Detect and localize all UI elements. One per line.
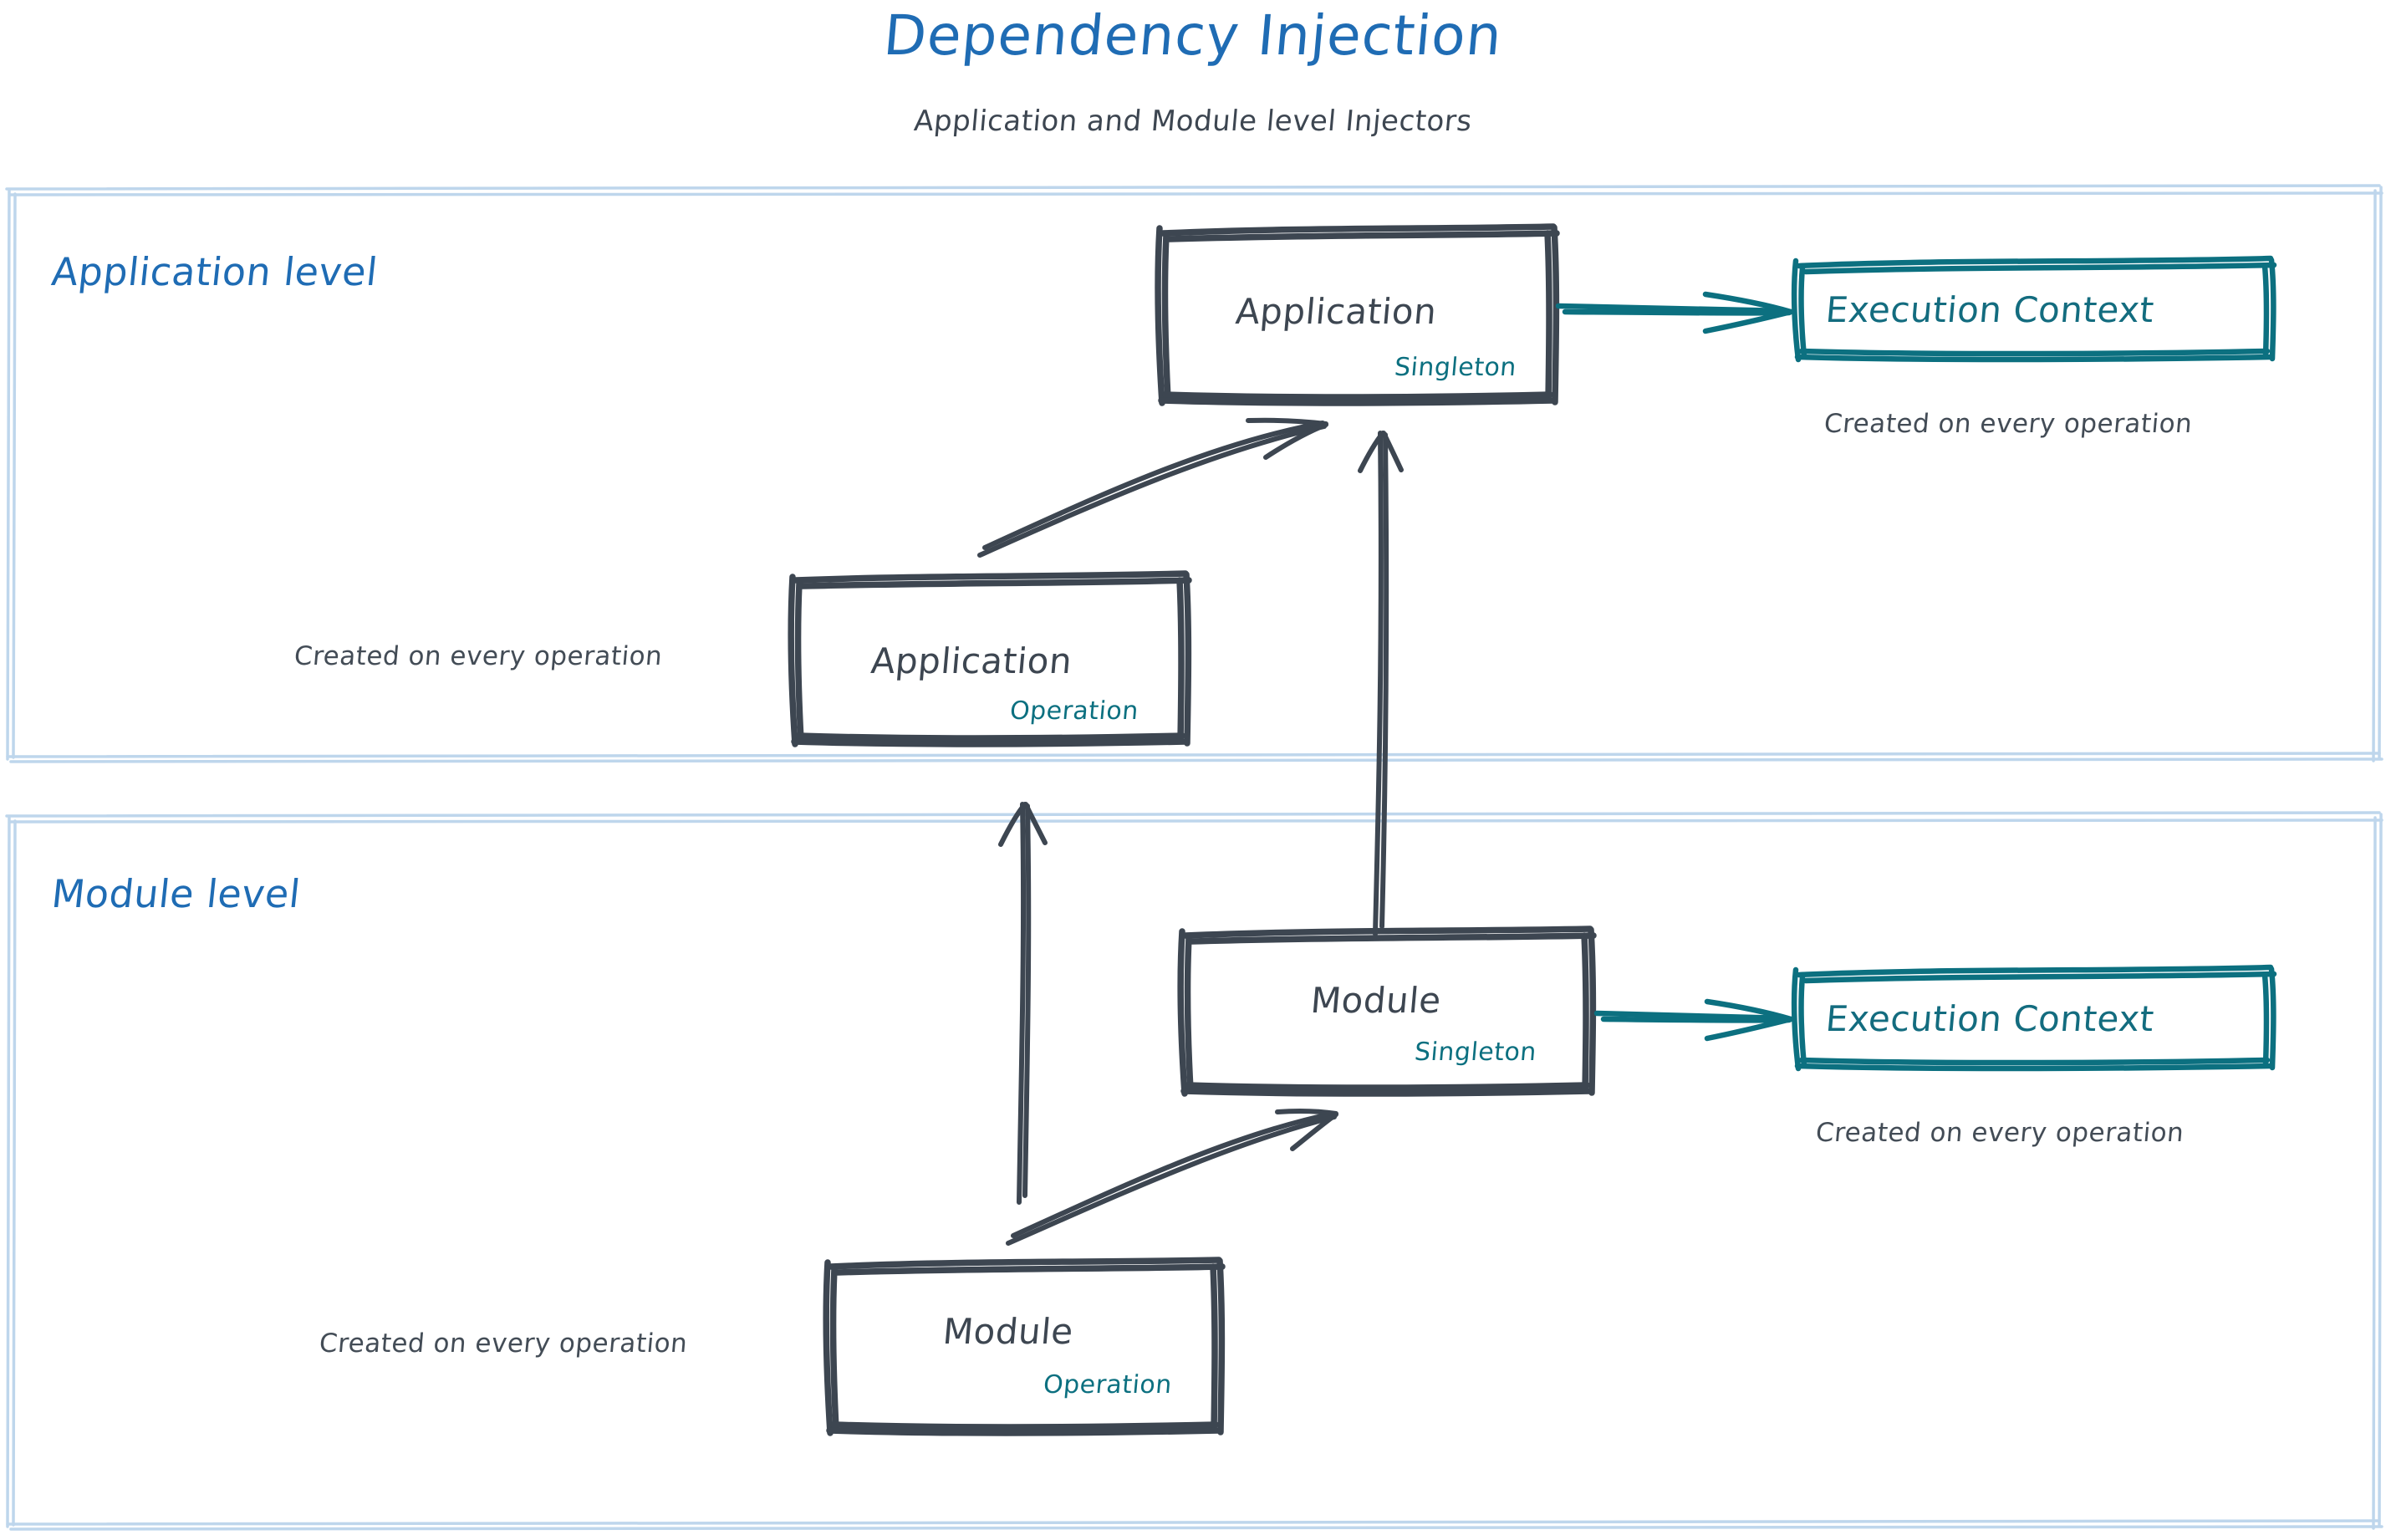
- node-title-module-singleton: Module: [1308, 980, 1443, 1021]
- zone-label-module-level: Module level: [49, 871, 303, 916]
- page-subtitle: Application and Module level Injectors: [912, 105, 1474, 138]
- node-scope-module-operation: Operation: [1042, 1370, 1174, 1400]
- note-exec-context-module: Created on every operation: [1814, 1118, 2185, 1148]
- node-title-module-operation: Module: [941, 1311, 1075, 1352]
- edge-module-operation-to-application-operation: [998, 802, 1048, 1205]
- node-scope-application-operation: Operation: [1008, 696, 1140, 726]
- edge-application-operation-to-application-singleton: [977, 417, 1328, 558]
- node-scope-application-singleton: Singleton: [1393, 353, 1518, 382]
- note-exec-context-application: Created on every operation: [1823, 409, 2194, 439]
- node-title-application-operation: Application: [869, 640, 1074, 681]
- node-title-execution-context-module: Execution Context: [1823, 998, 2156, 1039]
- edge-module-singleton-to-application-singleton: [1358, 431, 1404, 936]
- node-title-execution-context-application: Execution Context: [1823, 289, 2156, 330]
- zone-module-level-frame: [5, 811, 2383, 1531]
- note-module-operation: Created on every operation: [318, 1328, 689, 1359]
- edge-module-singleton-to-exec-context: [1593, 998, 1794, 1042]
- page-title: Dependency Injection: [880, 3, 1506, 68]
- zone-label-application-level: Application level: [49, 249, 380, 294]
- edge-module-operation-to-module-singleton: [1006, 1108, 1338, 1246]
- note-application-operation: Created on every operation: [293, 641, 664, 671]
- node-scope-module-singleton: Singleton: [1413, 1038, 1538, 1067]
- edge-application-singleton-to-exec-context: [1555, 291, 1794, 334]
